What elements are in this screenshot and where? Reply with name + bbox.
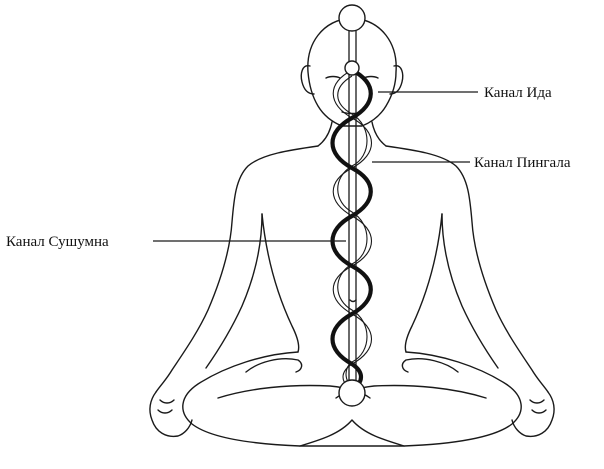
- right-inner-arm: [441, 213, 499, 369]
- torso-left: [261, 213, 300, 353]
- ida-channel: [330, 67, 373, 393]
- pingala-channel: [332, 69, 373, 391]
- third-eye-chakra-circle: [344, 60, 360, 76]
- left-hand: [149, 391, 193, 438]
- leader-lines: [153, 91, 478, 242]
- left-inner-arm: [205, 213, 263, 369]
- pingala-strand-inner: [337, 75, 368, 387]
- right-fingers: [529, 399, 547, 414]
- right-hand: [511, 391, 555, 438]
- legs-outer: [182, 351, 522, 447]
- left-shoulder-arm: [155, 145, 319, 393]
- torso-right: [404, 213, 443, 353]
- chakra-points: [338, 4, 366, 407]
- head-outline: [307, 17, 397, 127]
- neck-left: [317, 121, 333, 147]
- left-foot: [245, 358, 303, 373]
- pingala-label: Канал Пингала: [474, 155, 571, 171]
- right-shoulder-arm: [385, 145, 549, 393]
- root-chakra-circle: [338, 379, 366, 407]
- neck-right: [371, 121, 387, 147]
- navel: [349, 299, 357, 303]
- left-ear: [300, 65, 315, 95]
- left-eye: [325, 75, 341, 79]
- pingala-strand-outer: [332, 69, 373, 391]
- right-foot: [401, 358, 459, 373]
- right-ear: [389, 65, 404, 95]
- left-fingers: [157, 399, 175, 414]
- sushumna-channel: [348, 28, 357, 388]
- sushumna-label: Канал Сушумна: [6, 234, 109, 250]
- ida-label: Канал Ида: [484, 85, 552, 101]
- crown-chakra-circle: [338, 4, 366, 32]
- ida-strand: [330, 67, 373, 393]
- lap-line: [299, 419, 405, 447]
